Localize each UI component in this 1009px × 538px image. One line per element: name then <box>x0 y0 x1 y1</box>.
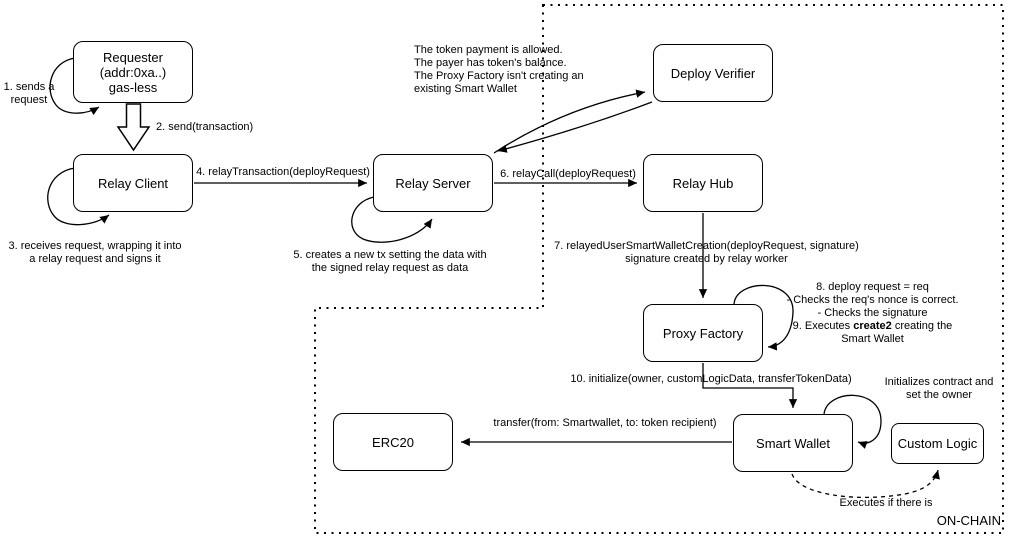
box-relay-client: Relay Client <box>73 154 193 212</box>
requester-gasless: gas-less <box>108 79 158 95</box>
box-proxy-factory: Proxy Factory <box>643 304 763 362</box>
initialize-arrow <box>702 363 798 408</box>
box-custom-logic: Custom Logic <box>891 423 984 464</box>
requester-self-loop-arrow <box>49 57 100 116</box>
requester-address: (addr:0xa..) <box>99 64 167 80</box>
custom-logic-label: Custom Logic <box>897 436 978 451</box>
step3-label: 3. receives request, wrapping it into a … <box>8 240 182 265</box>
executes-note: Executes if there is <box>839 497 933 509</box>
erc20-label: ERC20 <box>372 434 414 450</box>
step2-label: 2. send(transaction) <box>156 121 254 133</box>
box-relay-hub: Relay Hub <box>643 154 763 212</box>
relay-server-self-loop-arrow <box>351 196 433 243</box>
executes-custom-logic-arrow <box>791 469 940 498</box>
step1-label: 1. sends a request <box>3 81 55 106</box>
verifier-note: The token payment is allowed. The payer … <box>414 44 584 95</box>
relay-server-label: Relay Server <box>395 175 471 191</box>
step4-label: 4. relayTransaction(deployRequest) <box>196 166 370 178</box>
initialize-note: Initializes contract and set the owner <box>884 376 994 401</box>
box-smart-wallet: Smart Wallet <box>733 414 853 472</box>
smart-wallet-label: Smart Wallet <box>756 435 830 451</box>
box-requester: Requester (addr:0xa..) gas-less <box>73 41 193 103</box>
onchain-label: ON-CHAIN <box>936 513 1001 528</box>
verify-request-arrow <box>493 89 646 154</box>
step6-label: 6. relayCall(deployRequest) <box>500 168 636 180</box>
step5-label: 5. creates a new tx setting the data wit… <box>293 249 487 274</box>
transfer-label: transfer(from: Smartwallet, to: token re… <box>493 417 717 429</box>
requester-title: Requester <box>103 49 163 65</box>
box-relay-server: Relay Server <box>373 154 493 212</box>
box-deploy-verifier: Deploy Verifier <box>653 44 773 102</box>
deploy-verifier-label: Deploy Verifier <box>670 65 756 81</box>
relay-client-label: Relay Client <box>97 175 169 191</box>
step10-label: 10. initialize(owner, customLogicData, t… <box>570 373 852 385</box>
create2-keyword: create2 <box>853 320 892 332</box>
send-transaction-block-arrow <box>116 103 151 152</box>
verify-response-arrow <box>497 101 653 153</box>
step8-9-note: 8. deploy request = req - Checks the req… <box>786 281 959 345</box>
smart-wallet-self-loop-arrow <box>823 394 882 449</box>
proxy-factory-label: Proxy Factory <box>662 325 744 341</box>
relay-client-self-loop-arrow <box>47 167 110 226</box>
proxy-factory-self-loop-arrow <box>733 284 794 351</box>
step7-label: 7. relayedUserSmartWalletCreation(deploy… <box>554 240 859 265</box>
box-erc20: ERC20 <box>333 413 453 471</box>
relay-hub-label: Relay Hub <box>672 175 734 191</box>
